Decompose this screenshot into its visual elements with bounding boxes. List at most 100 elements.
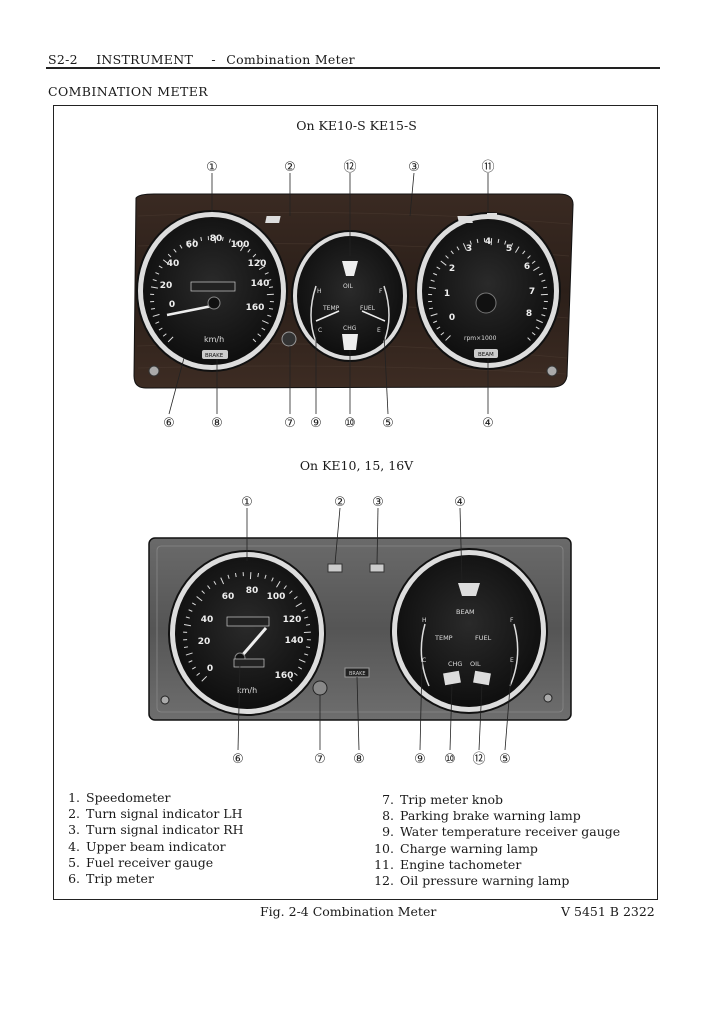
leader-line: [409, 172, 415, 217]
legend-item: 5.Fuel receiver gauge: [68, 854, 214, 870]
dial-number: 40: [167, 259, 180, 269]
fuel-full-mark-bottom: F: [510, 617, 514, 624]
dial-tick: [261, 320, 269, 324]
dial-number: 80: [210, 234, 223, 244]
mount-screw-left-bottom: [160, 695, 170, 705]
dial-number: 100: [267, 592, 286, 602]
dial-number: 140: [285, 636, 304, 646]
dial-number: 20: [198, 637, 211, 647]
dial-number: 140: [251, 279, 270, 289]
upper-beam-indicator-bottom: [458, 583, 480, 596]
dial-tick: [531, 332, 536, 336]
callout-number: ⑩: [444, 752, 456, 767]
caption-top: On KE10-S KE15-S: [296, 118, 417, 133]
leader-line: [449, 683, 453, 751]
dial-number: 6: [524, 262, 530, 272]
dial-tick: [183, 623, 192, 627]
dial-tick: [234, 572, 237, 578]
speedo-needle: [166, 304, 213, 317]
dial-tick: [462, 243, 467, 250]
figure-frame: On KE10-S KE15-S On KE10, 15, 16V: [53, 105, 658, 900]
dial-tick: [185, 616, 190, 619]
legend-right: 7.Trip meter knob 8.Parking brake warnin…: [372, 792, 620, 889]
dial-tick: [276, 580, 281, 588]
dial-tick: [201, 675, 208, 682]
header-rule: [46, 67, 660, 69]
legend-item: 9.Water temperature receiver gauge: [382, 824, 621, 840]
beam-lamp-label: BEAM: [478, 352, 494, 358]
dial-tick: [207, 585, 211, 590]
speedo-needle-bottom: [238, 627, 268, 659]
legend-item: 11.Engine tachometer: [374, 856, 522, 872]
dial-tick: [445, 255, 449, 259]
dial-tick: [535, 326, 540, 330]
dial-tick: [252, 338, 257, 343]
leader-line: [237, 660, 241, 751]
legend-item: 8.Parking brake warning lamp: [382, 808, 581, 824]
fuel-label-bottom: FUEL: [475, 634, 492, 642]
dial-tick: [152, 313, 160, 317]
fuel-full-mark: F: [379, 288, 383, 295]
dial-tick: [267, 279, 272, 282]
dial-tick: [247, 248, 251, 253]
dial-number: 2: [449, 264, 455, 274]
fuel-empty-mark: E: [377, 327, 381, 334]
leader-line: [419, 661, 423, 751]
dial-tick: [450, 250, 454, 255]
dial-tick: [213, 580, 217, 585]
dial-tick: [295, 602, 303, 607]
dial-tick: [298, 658, 306, 663]
dial-tick: [191, 666, 196, 670]
dial-tick: [271, 577, 274, 582]
dial-tick: [167, 253, 172, 258]
legend-item: 12.Oil pressure warning lamp: [374, 873, 570, 889]
dial-tick: [436, 326, 441, 330]
dial-tick: [264, 272, 269, 275]
dial-tick: [305, 646, 311, 649]
dial-number: 100: [231, 240, 250, 250]
dial-number: 3: [466, 244, 472, 254]
dial-tick: [514, 246, 520, 253]
dial-tick: [456, 246, 460, 251]
dial-tick: [428, 286, 436, 289]
dial-tick: [433, 272, 438, 276]
dial-tick: [541, 279, 546, 282]
leader-line: [356, 676, 360, 751]
legend-item: 6.Trip meter: [68, 871, 154, 887]
dial-tick: [440, 332, 445, 336]
mount-screw-right-bottom: [543, 693, 553, 703]
dial-tick: [227, 574, 230, 579]
chg-label-bottom: CHG: [448, 660, 462, 668]
dial-tick: [228, 238, 231, 243]
dial-tick: [440, 260, 447, 266]
dial-number: 5: [506, 244, 512, 254]
dial-tick: [162, 333, 167, 337]
dial-tick: [267, 314, 272, 317]
dial-tick: [150, 286, 158, 289]
dial-tick: [258, 265, 266, 270]
page-code: S2-2: [48, 52, 78, 67]
callout-number: ⑤: [382, 416, 394, 431]
dial-tick: [293, 672, 298, 676]
callout-number: ④: [454, 495, 466, 510]
callout-number: ⑦: [284, 416, 296, 431]
dial-tick: [542, 286, 548, 289]
dial-number: 4: [485, 237, 491, 247]
dial-tick: [240, 244, 245, 252]
header-dash: -: [211, 52, 216, 67]
dial-tick: [533, 266, 540, 272]
turn-signal-lh: [265, 216, 281, 223]
dial-tick: [150, 307, 156, 310]
callout-number: ⑧: [353, 752, 365, 767]
dial-number: 7: [529, 287, 535, 297]
dial-tick: [305, 623, 311, 626]
section-title: COMBINATION METER: [48, 84, 209, 99]
dial-tick: [196, 672, 201, 676]
leader-line: [168, 357, 185, 415]
dial-tick: [504, 240, 507, 245]
leader-line: [504, 661, 513, 751]
dial-tick: [155, 321, 160, 324]
